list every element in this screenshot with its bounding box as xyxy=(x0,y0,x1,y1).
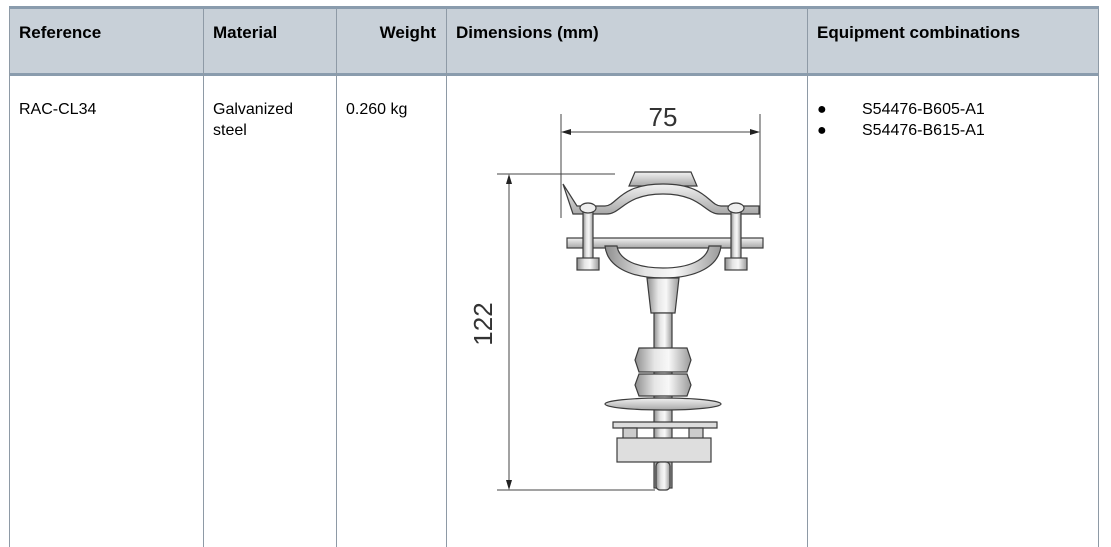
header-dimensions: Dimensions (mm) xyxy=(456,23,599,42)
equipment-code: S54476-B605-A1 xyxy=(862,101,985,118)
pipe-clamp-drawing: 75 122 xyxy=(468,102,764,491)
column-divider xyxy=(446,9,447,547)
height-dimension: 122 xyxy=(468,173,655,491)
list-item: ●S54476-B615-A1 xyxy=(817,122,985,139)
width-dimension: 75 xyxy=(560,102,761,218)
header-equipment: Equipment combinations xyxy=(817,23,1021,42)
table-header-row xyxy=(9,9,1099,73)
column-divider xyxy=(9,9,10,547)
header-reference: Reference xyxy=(19,23,102,42)
clamp-part xyxy=(562,171,764,491)
equipment-list: ●S54476-B605-A1 ●S54476-B615-A1 xyxy=(817,99,1089,141)
header-material: Material xyxy=(213,23,278,42)
cell-material: Galvanized steel xyxy=(213,101,294,139)
column-divider xyxy=(807,9,808,547)
equipment-code: S54476-B615-A1 xyxy=(862,122,985,139)
table-header-border xyxy=(9,73,1099,76)
cell-reference: RAC-CL34 xyxy=(19,101,97,118)
cell-weight: 0.260 kg xyxy=(346,101,408,118)
column-divider xyxy=(1098,9,1099,547)
column-divider xyxy=(336,9,337,547)
height-label: 122 xyxy=(468,302,498,345)
specs-table: Reference Material Weight Dimensions (mm… xyxy=(9,6,1099,547)
header-weight: Weight xyxy=(379,23,436,42)
column-divider xyxy=(203,9,204,547)
list-item: ●S54476-B605-A1 xyxy=(817,101,985,118)
cell-equipment: ●S54476-B605-A1 ●S54476-B615-A1 xyxy=(807,76,1099,141)
table-top-border xyxy=(9,6,1099,9)
width-label: 75 xyxy=(649,102,678,132)
